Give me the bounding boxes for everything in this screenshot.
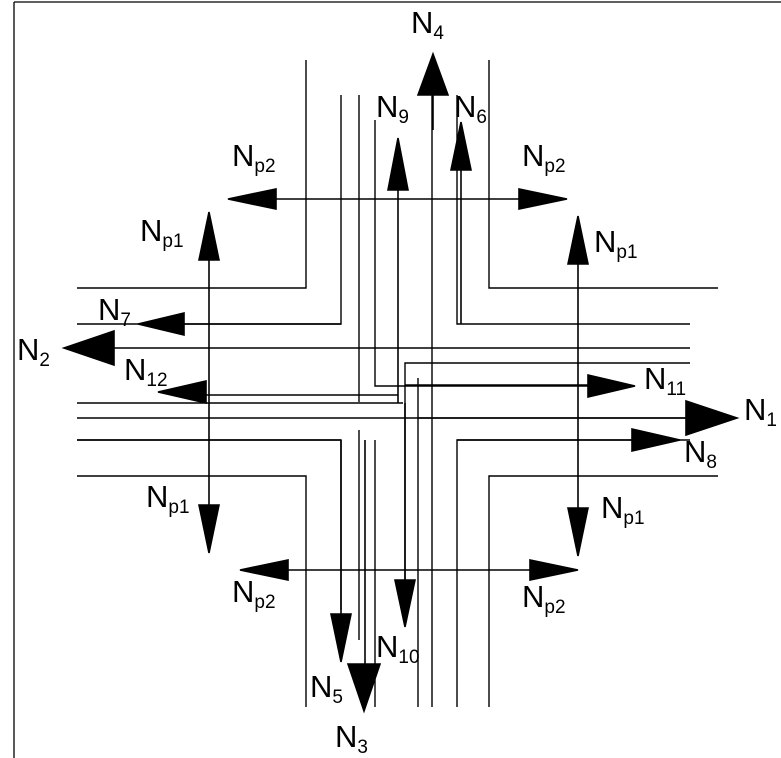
label-np1-upper-left: Np1 xyxy=(140,213,184,252)
n10-arrowhead xyxy=(394,579,416,628)
label-n7: N7 xyxy=(98,292,131,331)
n5-arrowhead xyxy=(330,613,352,663)
lane-line-n2 xyxy=(456,95,690,325)
n11-arrowhead xyxy=(587,373,636,399)
label-np2-bottom-left: Np2 xyxy=(232,574,276,613)
label-n5: N5 xyxy=(310,669,343,708)
label-n2: N2 xyxy=(17,332,50,371)
n9-arrowhead xyxy=(387,137,409,191)
n6-arrowhead xyxy=(450,121,472,171)
np2-bottom-left-arrowhead xyxy=(239,559,289,581)
road-edge-se xyxy=(488,475,718,707)
label-n10: N10 xyxy=(376,629,420,668)
road-edge-nw xyxy=(77,60,307,289)
label-n8: N8 xyxy=(684,434,717,473)
label-n9: N9 xyxy=(376,89,409,128)
road-edge-ne xyxy=(488,60,718,289)
label-n6: N6 xyxy=(454,89,487,128)
np2-top-right-arrowhead xyxy=(518,188,568,210)
np1-left-down-arrowhead xyxy=(198,504,220,554)
n1-arrowhead xyxy=(685,399,740,437)
label-np2-top-left: Np2 xyxy=(232,138,276,177)
np1-right-up-arrowhead xyxy=(567,215,589,265)
n4-arrowhead xyxy=(416,51,450,96)
np1-right-down-arrowhead xyxy=(567,507,589,557)
np2-top-left-arrowhead xyxy=(227,188,277,210)
road-edge-sw xyxy=(77,475,307,707)
label-n12: N12 xyxy=(124,352,168,391)
label-n3: N3 xyxy=(335,719,368,758)
label-np1-lower-left: Np1 xyxy=(146,479,190,518)
label-n4: N4 xyxy=(411,5,444,44)
n12-arrowhead xyxy=(157,379,207,405)
np2-bottom-right-arrowhead xyxy=(529,559,579,581)
n2-arrowhead xyxy=(61,329,115,367)
label-np1-lower-right: Np1 xyxy=(601,490,645,529)
n8-arrowhead xyxy=(631,427,681,453)
label-np2-top-right: Np2 xyxy=(522,138,566,177)
label-np2-bottom-right: Np2 xyxy=(522,579,566,618)
np1-left-up-arrowhead xyxy=(198,211,220,261)
flow-labels: N4 N9 N6 Np2 Np2 Np1 Np1 N7 N2 N12 N11 N… xyxy=(17,5,777,758)
flow-arrows xyxy=(61,51,740,714)
label-np1-upper-right: Np1 xyxy=(594,224,638,263)
lane-line-s2 xyxy=(456,439,690,707)
n3-arrowhead xyxy=(346,663,382,714)
label-n11: N11 xyxy=(644,361,686,400)
label-n1: N1 xyxy=(744,392,777,431)
n7-arrowhead xyxy=(137,311,185,337)
lane-line-n5 xyxy=(374,120,632,387)
diagram-border xyxy=(13,1,781,758)
